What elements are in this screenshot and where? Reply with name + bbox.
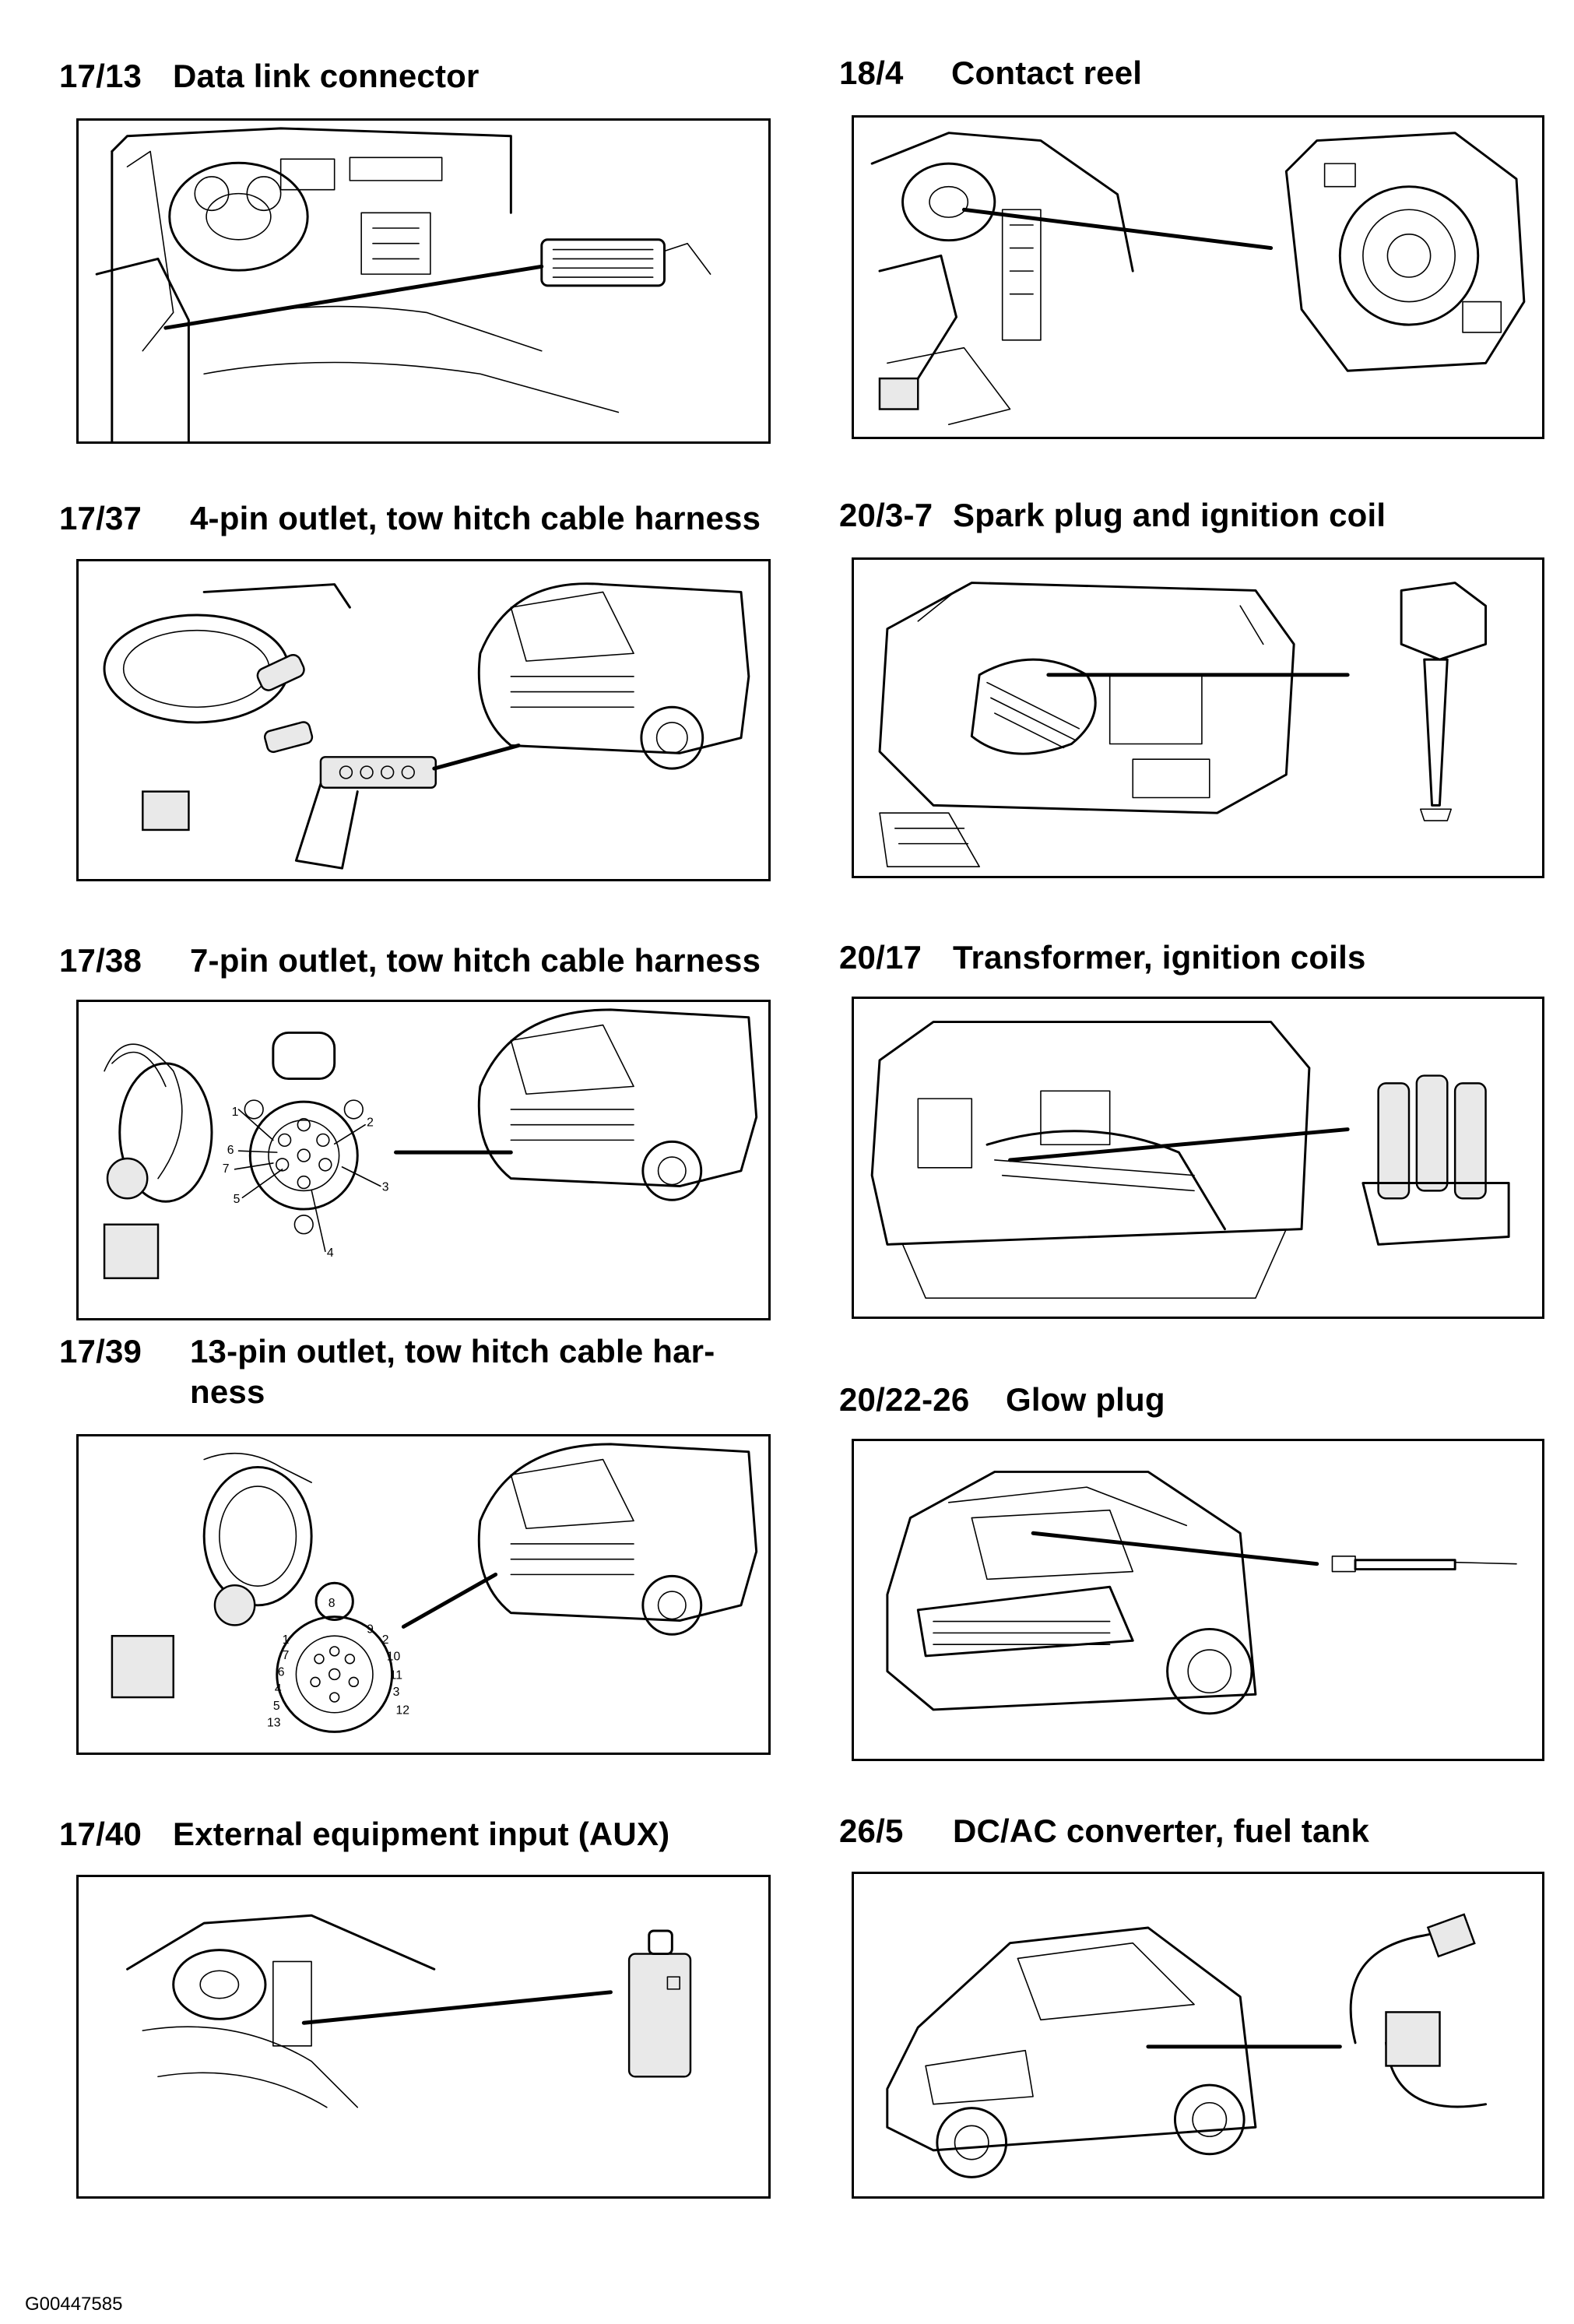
- car-side-converter-drawing: [886, 1913, 1488, 2178]
- pin-label: 6: [227, 1144, 234, 1157]
- illustration-contact-reel: [852, 115, 1544, 439]
- pin-label: 1: [283, 1633, 290, 1647]
- heading-title: Glow plug: [1006, 1381, 1165, 1418]
- heading-code: 26/5: [839, 1812, 904, 1849]
- pin-label: 2: [382, 1633, 389, 1647]
- heading-code: 20/3-7: [839, 497, 933, 533]
- heading-code: 17/38: [59, 942, 142, 979]
- car-front-glow-plug-drawing: [886, 1470, 1517, 1715]
- heading-title: External equipment input (AUX): [173, 1816, 670, 1852]
- illustration-13-pin-outlet: 8 1 7 6 4 5 13 9 2 10 11 3 12: [76, 1434, 771, 1755]
- pin-label: 6: [278, 1665, 285, 1679]
- contact-reel-drawing: [870, 132, 1526, 426]
- heading-code: 20/17: [839, 939, 922, 976]
- tow-hitch-4-pin-drawing: [103, 582, 750, 870]
- pin-label: 2: [367, 1116, 374, 1130]
- tow-hitch-7-pin-drawing: 1 2 3 4 5 6 7: [103, 1008, 758, 1279]
- heading-code: 20/22-26: [839, 1381, 970, 1418]
- illustration-spark-plug-ignition-coil: [852, 557, 1544, 878]
- illustration-7-pin-outlet: 1 2 3 4 5 6 7: [76, 1000, 771, 1320]
- pin-label: 3: [382, 1180, 389, 1194]
- heading-title: 4-pin outlet, tow hitch cable harness: [190, 500, 761, 536]
- illustration-aux-input: [76, 1875, 771, 2199]
- heading-code: 17/37: [59, 500, 142, 536]
- tow-hitch-13-pin-drawing: 8 1 7 6 4 5 13 9 2 10 11 3 12: [111, 1443, 758, 1733]
- illustration-glow-plug: [852, 1439, 1544, 1761]
- pin-label: 13: [267, 1716, 281, 1729]
- pin-label: 4: [275, 1682, 282, 1696]
- figure-code: G00447585: [25, 2294, 123, 2315]
- heading-code: 17/13: [59, 58, 142, 94]
- illustration-data-link-connector: [76, 118, 771, 444]
- pin-label: 7: [283, 1649, 290, 1662]
- heading-code: 18/4: [839, 54, 904, 91]
- pin-label: 12: [396, 1704, 410, 1718]
- illustration-4-pin-outlet: [76, 559, 771, 881]
- heading-title: DC/AC converter, fuel tank: [953, 1812, 1369, 1849]
- pin-label: 10: [387, 1651, 401, 1664]
- pin-label: 1: [232, 1106, 239, 1119]
- pin-label: 9: [367, 1623, 374, 1636]
- engine-bay-coil-drawing: [878, 582, 1488, 867]
- pin-label: 11: [390, 1668, 402, 1682]
- heading-title-line2: ness: [190, 1373, 265, 1410]
- pin-label: 4: [327, 1246, 334, 1260]
- illustration-transformer-ignition-coils: [852, 997, 1544, 1319]
- illustration-dc-ac-converter: [852, 1872, 1544, 2199]
- heading-title: Data link connector: [173, 58, 480, 94]
- pin-label: 5: [273, 1700, 280, 1713]
- heading-code: 17/39: [59, 1333, 142, 1369]
- dashboard-drawing: [95, 127, 711, 441]
- aux-input-drawing: [126, 1914, 692, 2108]
- heading-title: Transformer, ignition coils: [953, 939, 1366, 976]
- engine-bay-transformer-drawing: [870, 1021, 1510, 1299]
- heading-title-line1: 13-pin outlet, tow hitch cable har-: [190, 1333, 715, 1369]
- heading-title: Contact reel: [951, 54, 1143, 91]
- pin-label: 3: [393, 1686, 400, 1699]
- heading-code: 17/40: [59, 1816, 142, 1852]
- heading-title: 7-pin outlet, tow hitch cable harness: [190, 942, 761, 979]
- heading-title: Spark plug and ignition coil: [953, 497, 1386, 533]
- pin-label: 8: [329, 1597, 336, 1610]
- pin-label: 7: [223, 1162, 230, 1176]
- pin-label: 5: [234, 1193, 241, 1206]
